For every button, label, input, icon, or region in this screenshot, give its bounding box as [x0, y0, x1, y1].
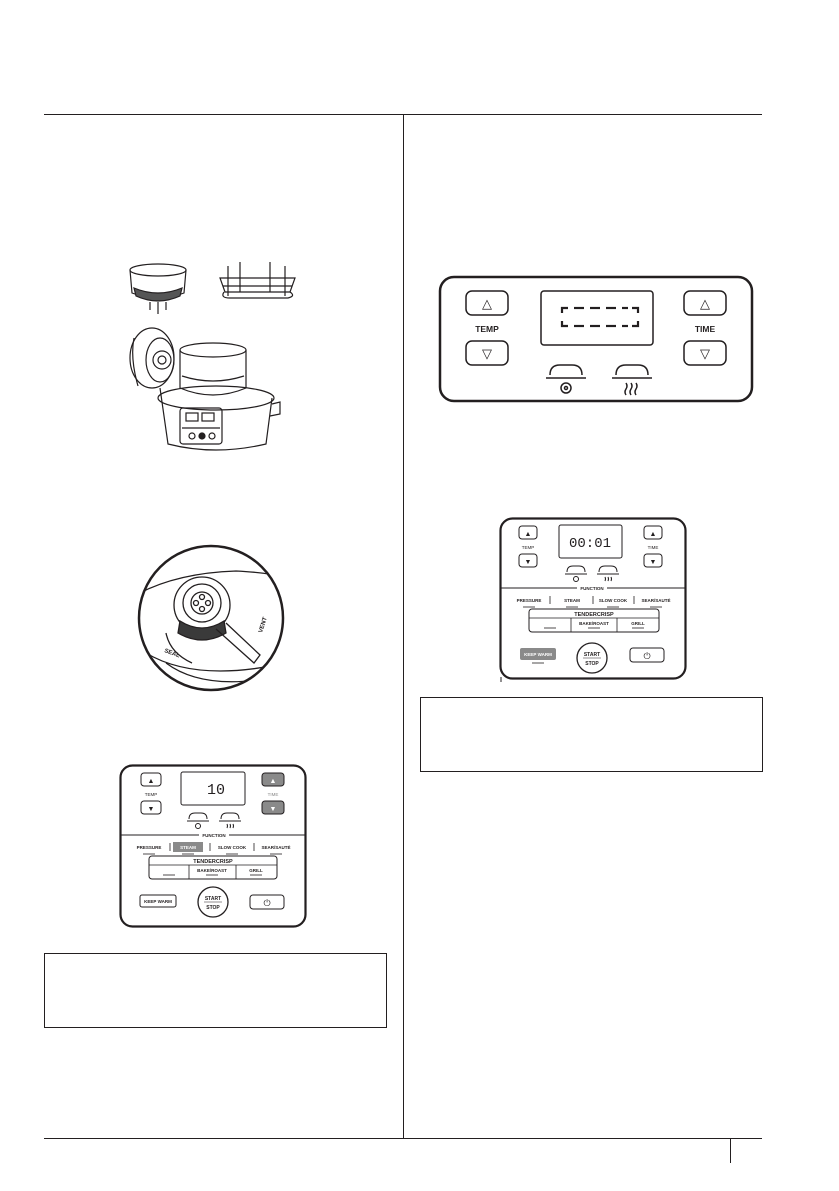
temp-up-glyph: △ [482, 296, 492, 311]
function-sear-saute[interactable]: SEAR/SAUTÉ [261, 843, 290, 850]
temp-up-glyph: ▲ [525, 531, 532, 538]
pressure-lid-icon [187, 812, 209, 829]
power-icon: ⏻ [263, 898, 270, 908]
function-slow-cook[interactable]: SLOW COOK [218, 845, 247, 850]
display-readout: 00:01 [569, 536, 611, 552]
temp-up-button[interactable]: ▲ [518, 525, 538, 540]
note-box-right [420, 697, 763, 772]
function-pressure[interactable]: PRESSURE [517, 598, 542, 603]
tendercrisp-grill[interactable]: GRILL [249, 868, 263, 873]
control-panel-small-left: ▲ TEMP ▼ ▲ TIME ▼ 10 FUNCTION PRESSURE S… [119, 764, 307, 928]
time-down-glyph: ▽ [700, 346, 710, 361]
temp-down-button[interactable]: ▼ [140, 800, 162, 815]
temp-down-glyph: ▽ [482, 346, 492, 361]
crisping-lid-icon [597, 565, 619, 582]
tendercrisp-label: TENDERCRISP [193, 859, 233, 865]
crisping-lid-icon [612, 364, 652, 396]
function-steam[interactable]: STEAM [564, 598, 580, 603]
tendercrisp-bake-roast[interactable]: BAKE/ROAST [197, 868, 227, 873]
function-steam-highlight [173, 842, 203, 852]
stop-label: STOP [585, 661, 599, 667]
tendercrisp-grill[interactable]: GRILL [631, 621, 645, 626]
temp-label: TEMP [522, 545, 535, 550]
power-icon: ⏻ [643, 651, 650, 661]
start-label: START [584, 652, 600, 658]
pressure-lid-icon [546, 364, 586, 394]
tendercrisp-bake-roast[interactable]: BAKE/ROAST [579, 621, 609, 626]
temp-label: TEMP [475, 324, 499, 334]
function-label: FUNCTION [580, 586, 603, 591]
note-box-left [44, 953, 387, 1028]
function-label: FUNCTION [202, 833, 225, 838]
time-down-glyph: ▼ [270, 806, 277, 813]
time-up-button[interactable]: △ [683, 290, 727, 316]
time-down-glyph: ▼ [650, 559, 657, 566]
temp-down-button[interactable]: ▽ [465, 340, 509, 366]
time-down-button[interactable]: ▼ [261, 800, 285, 815]
crisping-lid-icon [219, 812, 241, 829]
control-panel-large: △ TEMP ▽ △ TIME ▽ [438, 275, 754, 403]
temp-down-glyph: ▼ [525, 559, 532, 566]
valve-vent-label: VENT [258, 616, 269, 633]
temp-down-button[interactable]: ▼ [518, 553, 538, 568]
time-down-button[interactable]: ▼ [643, 553, 663, 568]
time-label: TIME [695, 324, 716, 334]
temp-up-button[interactable]: △ [465, 290, 509, 316]
start-stop-button[interactable]: START STOP [576, 642, 608, 674]
time-label: TIME [268, 792, 279, 797]
display-readout: 10 [207, 782, 225, 799]
power-button[interactable]: ⏻ [629, 647, 665, 663]
time-up-button[interactable]: ▲ [261, 772, 285, 787]
time-up-glyph: ▲ [270, 778, 277, 785]
valve-seal-label: SEAL [163, 648, 180, 659]
bottom-rule [44, 1138, 762, 1139]
time-up-glyph: ▲ [650, 531, 657, 538]
display-screen [540, 290, 654, 346]
time-up-button[interactable]: ▲ [643, 525, 663, 540]
page-number-tick [730, 1139, 731, 1163]
start-label: START [205, 896, 221, 902]
time-label: TIME [648, 545, 659, 550]
pressure-lid-icon [565, 565, 587, 582]
temp-up-button[interactable]: ▲ [140, 772, 162, 787]
keep-warm-button[interactable]: KEEP WARM [139, 894, 177, 908]
start-stop-button[interactable]: START STOP [197, 886, 229, 918]
valve-illustration: SEAL VENT [137, 544, 285, 692]
function-slow-cook[interactable]: SLOW COOK [599, 598, 628, 603]
display-screen [558, 524, 623, 559]
function-row: PRESSURE STEAM SLOW COOK SEAR/SAUTÉ [517, 596, 671, 608]
display-screen [180, 771, 246, 806]
power-button[interactable]: ⏻ [249, 894, 285, 910]
keep-warm-label: KEEP WARM [144, 899, 172, 904]
function-row: PRESSURE STEAM SLOW COOK SEAR/SAUTÉ [137, 843, 291, 855]
time-down-button[interactable]: ▽ [683, 340, 727, 366]
tendercrisp-label: TENDERCRISP [574, 612, 614, 618]
keep-warm-label: KEEP WARM [524, 652, 552, 657]
temp-down-glyph: ▼ [148, 806, 155, 813]
column-divider [403, 114, 404, 1139]
temp-label: TEMP [145, 792, 158, 797]
display-dashes [560, 306, 640, 328]
function-pressure[interactable]: PRESSURE [137, 845, 162, 850]
keep-warm-button[interactable]: KEEP WARM [520, 648, 556, 664]
function-steam[interactable]: STEAM [180, 845, 196, 850]
accessories-illustration [129, 262, 296, 451]
temp-up-glyph: ▲ [148, 778, 155, 785]
control-panel-small-right: ▲ TEMP ▼ ▲ TIME ▼ 00:01 FUNCTION PRESSUR… [499, 517, 687, 682]
stop-label: STOP [206, 905, 220, 911]
function-sear-saute[interactable]: SEAR/SAUTÉ [641, 596, 670, 603]
time-up-glyph: △ [700, 296, 710, 311]
